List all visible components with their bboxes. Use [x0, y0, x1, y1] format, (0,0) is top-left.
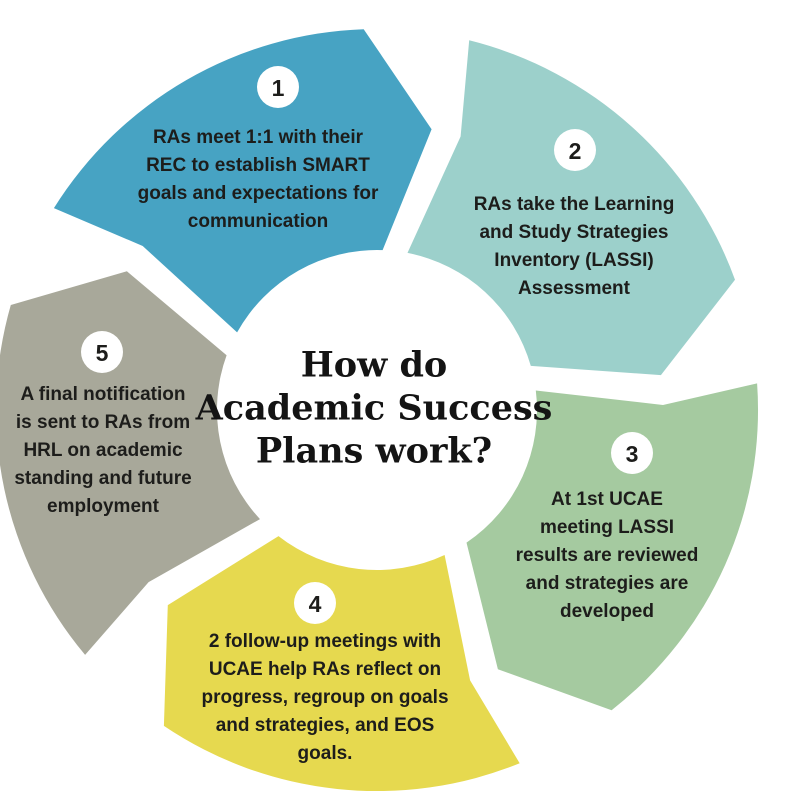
- segment-text-line: HRL on academic: [23, 440, 183, 461]
- step-number-2: 2: [569, 138, 582, 164]
- title-line: Plans work?: [255, 430, 493, 472]
- segment-text-line: Assessment: [518, 278, 630, 299]
- segment-text-line: goals and expectations for: [137, 183, 379, 204]
- segment-text-step-3: At 1st UCAE meeting LASSI results are revi…: [516, 486, 699, 626]
- segment-text-step-2: RAs take the Learning and Study Strategie…: [474, 191, 675, 303]
- segment-text-line: Inventory (LASSI): [494, 250, 654, 271]
- step-number-5: 5: [96, 340, 109, 366]
- segment-text-line: communication: [187, 211, 329, 232]
- segment-text-line: meeting LASSI: [539, 517, 675, 538]
- segment-shape-step-5: [0, 271, 260, 655]
- segment-text-line: At 1st UCAE: [551, 489, 663, 510]
- segment-shape-step-4: [163, 536, 520, 792]
- step-number-1: 1: [272, 75, 285, 101]
- step-number-badge-2: [554, 129, 596, 171]
- segment-text-line: REC to establish SMART: [146, 155, 370, 176]
- step-number-badge-3: [611, 432, 653, 474]
- segment-text-line: goals.: [297, 743, 353, 764]
- segment-shape-step-1: [53, 29, 432, 333]
- segment-text-line: standing and future: [14, 468, 192, 489]
- step-number-badge-4: [294, 582, 336, 624]
- step-number-badge-1: [257, 66, 299, 108]
- segment-text-line: RAs meet 1:1 with their: [152, 127, 364, 148]
- segment-text-line: and strategies are: [525, 573, 689, 594]
- segment-text-line: 2 follow-up meetings with: [208, 631, 442, 652]
- title-line: How do: [300, 344, 448, 386]
- segment-text-line: progress, regroup on goals: [201, 687, 449, 708]
- step-number-4: 4: [309, 591, 322, 617]
- step-number-badge-5: [81, 331, 123, 373]
- segment-text-line: and Study Strategies: [479, 222, 669, 243]
- segment-text-line: employment: [47, 496, 159, 517]
- title-line: Academic Success: [195, 387, 553, 429]
- step-number-3: 3: [626, 441, 639, 467]
- segment-text-line: A final notification: [20, 384, 186, 405]
- segment-text-line: is sent to RAs from: [15, 412, 191, 433]
- segment-shape-step-2: [407, 40, 735, 376]
- segment-text-line: RAs take the Learning: [473, 194, 675, 215]
- segment-text-line: UCAE help RAs reflect on: [208, 659, 442, 680]
- segment-text-line: and strategies, and EOS: [215, 715, 435, 736]
- segment-text-line: developed: [560, 601, 654, 622]
- segment-shape-step-3: [466, 383, 759, 711]
- segment-text-line: results are reviewed: [515, 545, 699, 566]
